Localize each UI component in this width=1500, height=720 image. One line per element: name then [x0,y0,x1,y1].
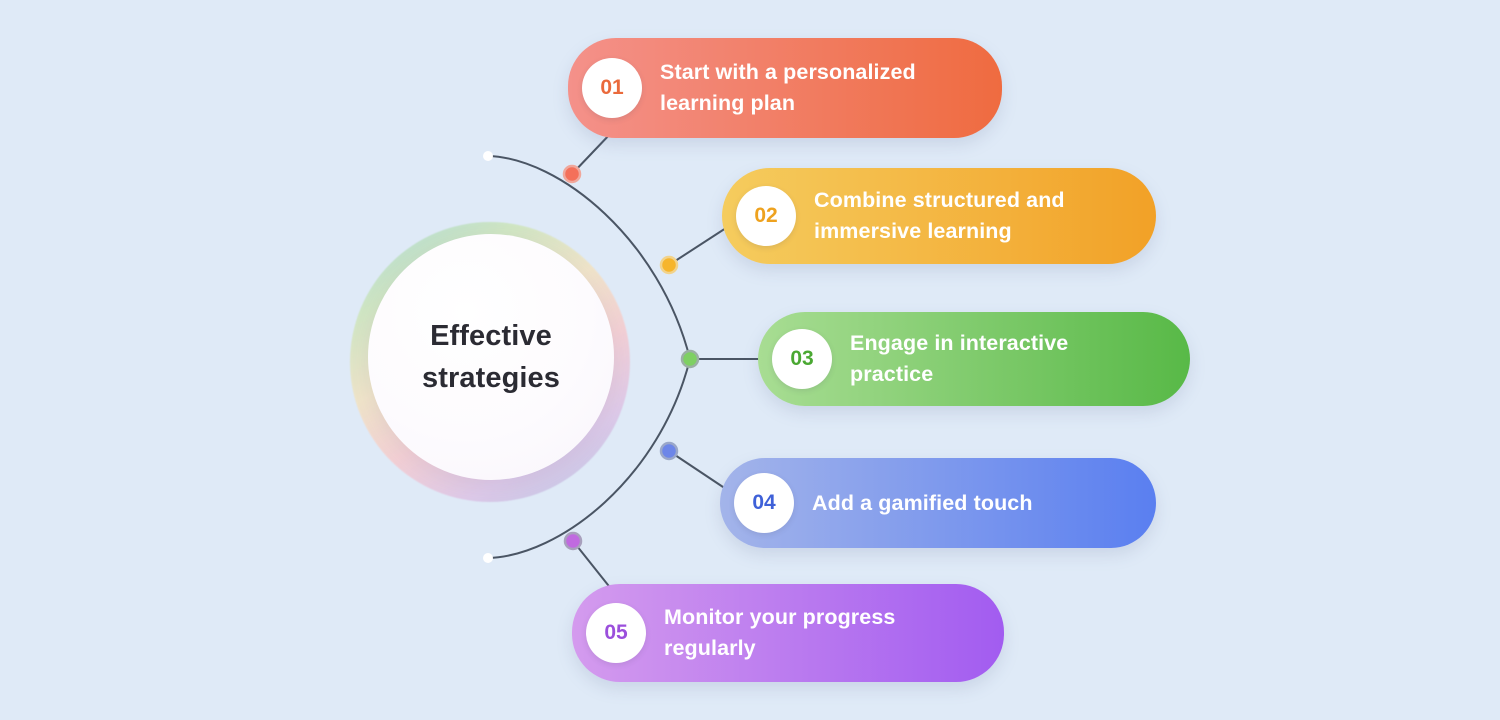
step-label-05: Monitor your progress regularly [664,605,896,660]
step-badge-05: 05 [586,603,646,663]
page-title: Effective strategies [422,315,560,399]
step-badge-02: 02 [736,186,796,246]
spoke-line-4 [668,450,727,490]
node-dot-4[interactable] [659,441,679,461]
step-badge-01: 01 [582,58,642,118]
step-label-04: Add a gamified touch [812,490,1033,515]
node-dot-5[interactable] [563,531,583,551]
step-label-01: Start with a personalized learning plan [660,60,916,115]
node-dot-3[interactable] [680,349,700,369]
step-card-01[interactable]: 01 Start with a personalized learning pl… [568,38,1002,138]
hub-title-line2: strategies [421,362,560,394]
hub-circle[interactable]: Effective strategies [368,234,614,480]
step-number-03: 03 [790,347,814,370]
step-card-03[interactable]: 03 Engage in interactive practice [758,312,1190,406]
step-badge-04: 04 [734,473,794,533]
hub-title-line1: Effective [430,319,552,352]
node-dot-2[interactable] [659,255,679,275]
spoke-line-5 [572,540,613,591]
node-dot-1[interactable] [562,164,582,184]
step-label-03: Engage in interactive practice [850,331,1069,386]
arc-cap-top-icon [483,151,493,161]
step-card-04[interactable]: 04 Add a gamified touch [720,458,1156,548]
step-number-05: 05 [604,621,628,644]
step-number-04: 04 [752,491,776,514]
step-card-05[interactable]: 05 Monitor your progress regularly [572,584,1004,682]
step-badge-03: 03 [772,329,832,389]
step-card-02[interactable]: 02 Combine structured and immersive lear… [722,168,1156,264]
arc-cap-bottom-icon [483,553,493,563]
step-label-02: Combine structured and immersive learnin… [814,188,1065,243]
spoke-line-1 [571,131,613,175]
step-number-01: 01 [600,76,624,99]
spoke-line-2 [668,227,727,266]
step-number-02: 02 [754,204,778,227]
